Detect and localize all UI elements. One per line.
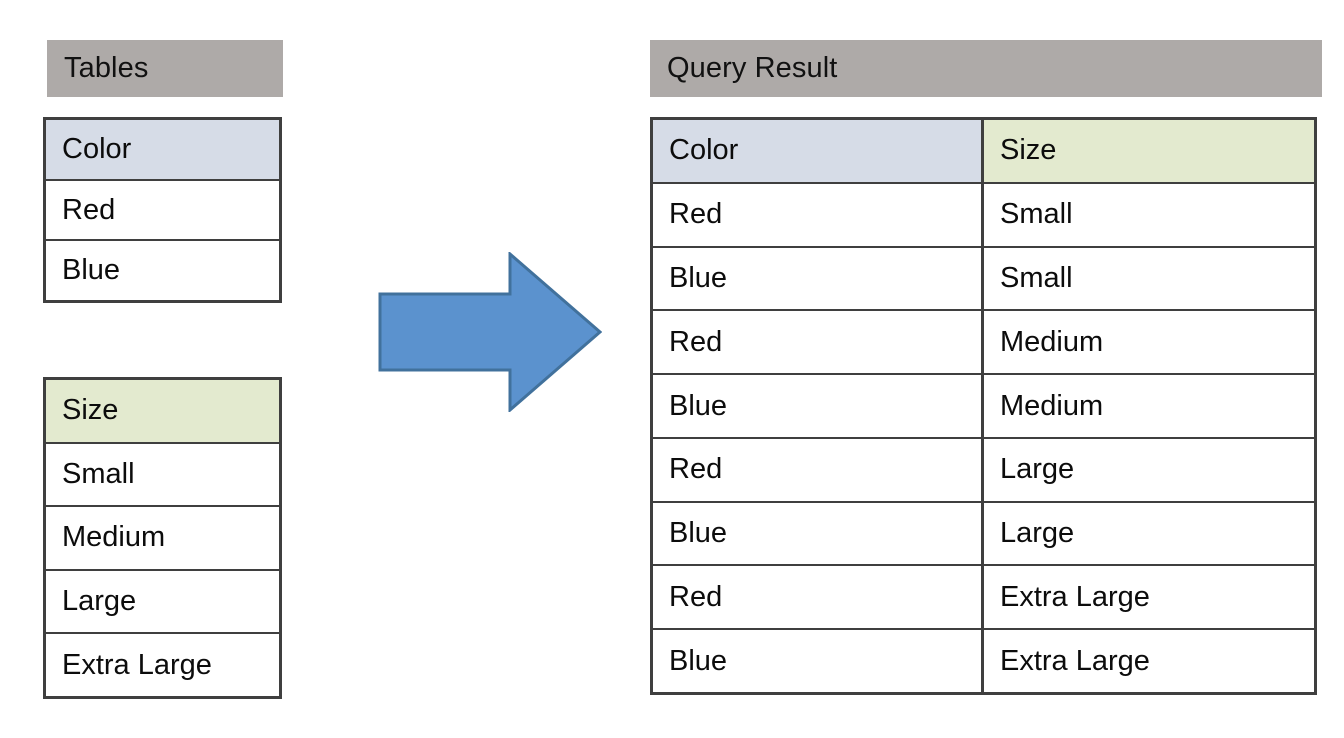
table-row: Blue Medium — [653, 375, 1314, 439]
result-cell-color: Blue — [653, 375, 984, 437]
result-cell-color: Blue — [653, 247, 984, 310]
result-cell-size: Large — [1000, 453, 1075, 486]
table-row: Medium — [46, 507, 279, 571]
table-row: Red Medium — [653, 311, 1314, 376]
result-header-size: Size — [984, 120, 1314, 182]
size-table-cell-extra-large: Extra Large — [62, 648, 212, 681]
table-row: Small — [46, 444, 279, 508]
query-result-table: Color Size Red Small Blue Small Red Medi… — [650, 117, 1317, 695]
result-cell-color: Red — [653, 311, 984, 374]
query-result-banner-label: Query Result — [667, 52, 838, 84]
size-table-cell-small: Small — [62, 457, 135, 490]
table-row: Extra Large — [46, 634, 279, 696]
table-row: Large — [46, 571, 279, 635]
size-table-header-cell: Size — [46, 380, 279, 442]
result-cell-color: Red — [653, 183, 984, 246]
size-table-cell-large: Large — [62, 585, 137, 618]
result-cell-size: Extra Large — [1000, 580, 1150, 613]
result-cell-color: Blue — [653, 630, 984, 693]
table-row: Red Small — [653, 183, 1314, 248]
result-cell-color: Blue — [653, 502, 984, 565]
result-cell-size: Extra Large — [1000, 644, 1150, 677]
table-row: Blue — [46, 241, 279, 300]
result-cell-color: Red — [653, 438, 984, 501]
result-cell-size: Medium — [1000, 325, 1104, 358]
result-header-color: Color — [653, 120, 984, 182]
color-table-cell-blue: Blue — [62, 254, 121, 287]
query-result-banner: Query Result — [650, 40, 1322, 97]
color-table-header-cell: Color — [46, 120, 279, 179]
table-header-row: Size — [46, 380, 279, 444]
right-arrow-glyph — [378, 252, 602, 412]
result-cell-size: Medium — [1000, 389, 1104, 422]
result-cell-size: Large — [1000, 517, 1075, 550]
table-header-row: Color Size — [653, 120, 1314, 184]
result-cell-size: Small — [1000, 261, 1073, 294]
color-table-cell-red: Red — [62, 193, 116, 226]
table-header-row: Color — [46, 120, 279, 181]
right-arrow-icon — [378, 252, 602, 412]
table-row: Blue Extra Large — [653, 630, 1314, 693]
table-row: Blue Small — [653, 247, 1314, 312]
table-row: Red Extra Large — [653, 566, 1314, 631]
table-row: Red — [46, 181, 279, 242]
color-table: Color Red Blue — [43, 117, 282, 303]
arrow-polygon — [378, 252, 602, 412]
tables-banner-label: Tables — [64, 52, 149, 84]
tables-banner: Tables — [47, 40, 283, 97]
result-cell-color: Red — [653, 566, 984, 629]
table-row: Red Large — [653, 438, 1314, 503]
size-table: Size Small Medium Large Extra Large — [43, 377, 282, 699]
result-cell-size: Small — [1000, 198, 1073, 231]
size-table-cell-medium: Medium — [62, 521, 166, 554]
table-row: Blue Large — [653, 502, 1314, 567]
